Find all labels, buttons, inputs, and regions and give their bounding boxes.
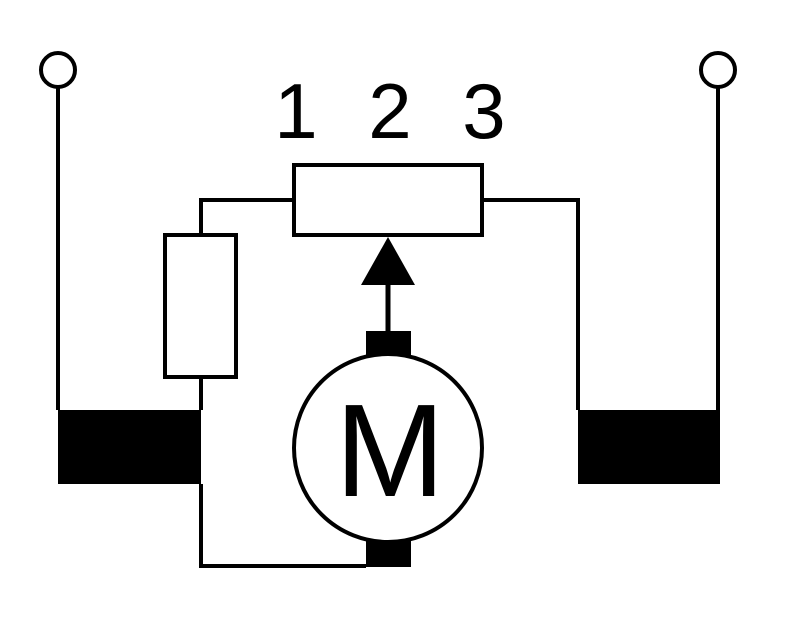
motor-bottom-brush	[366, 541, 411, 567]
wire-pot-right	[482, 198, 580, 410]
potentiometer-label-2: 2	[368, 67, 411, 155]
potentiometer-body	[292, 163, 484, 237]
motor-top-brush	[366, 331, 411, 355]
potentiometer-label-1: 1	[274, 67, 317, 155]
wiper-arrow	[361, 237, 415, 285]
left-terminal	[39, 51, 77, 89]
series-resistor	[163, 233, 238, 379]
right-contact-block	[578, 410, 720, 484]
left-contact-block	[58, 410, 201, 484]
right-terminal	[699, 51, 737, 89]
potentiometer-label-3: 3	[462, 67, 505, 155]
motor-label: M	[335, 377, 445, 524]
wire-motor-return	[199, 484, 366, 568]
wire-pot-left	[199, 198, 294, 235]
motor-symbol	[292, 352, 484, 544]
